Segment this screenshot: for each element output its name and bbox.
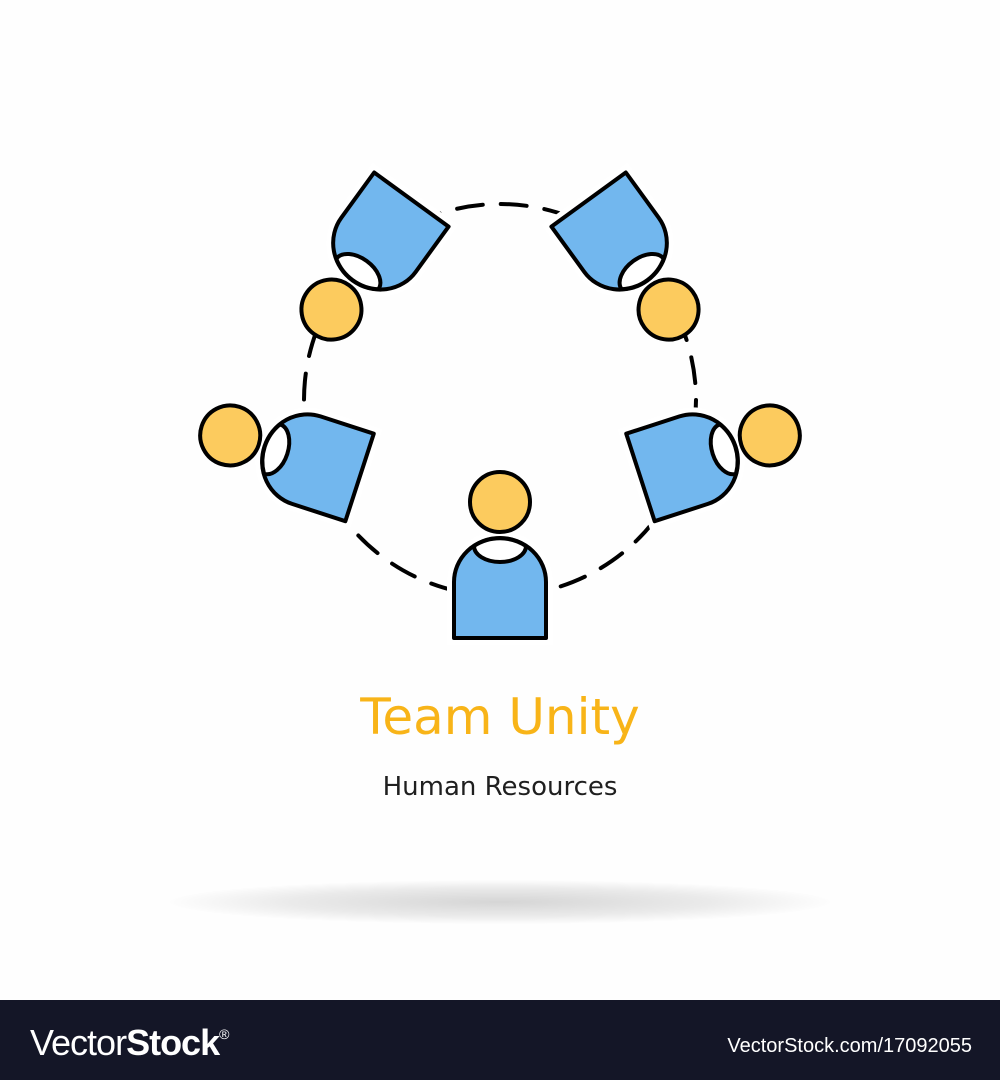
logo-title: Team Unity: [360, 688, 640, 746]
person-figure-bottom: [454, 472, 546, 638]
brand-bold: Stock: [126, 1022, 220, 1063]
vectorstock-logo: VectorStock®: [30, 1022, 229, 1064]
image-canvas: Team Unity Human Resources: [0, 0, 1000, 924]
registered-mark: ®: [219, 1026, 229, 1042]
drop-shadow: [170, 880, 830, 924]
person-figure-top-right: [551, 173, 723, 361]
image-url: VectorStock.com/17092055: [727, 1035, 972, 1057]
watermark-footer: VectorStock® VectorStock.com/17092055: [0, 1000, 1000, 1080]
person-figure-left: [187, 382, 373, 521]
team-circle-icon: [0, 0, 1000, 700]
person-figure-top-left: [277, 173, 449, 361]
brand-light: Vector: [30, 1022, 127, 1063]
person-figure-right: [626, 382, 812, 521]
logo-subtitle: Human Resources: [382, 772, 618, 802]
